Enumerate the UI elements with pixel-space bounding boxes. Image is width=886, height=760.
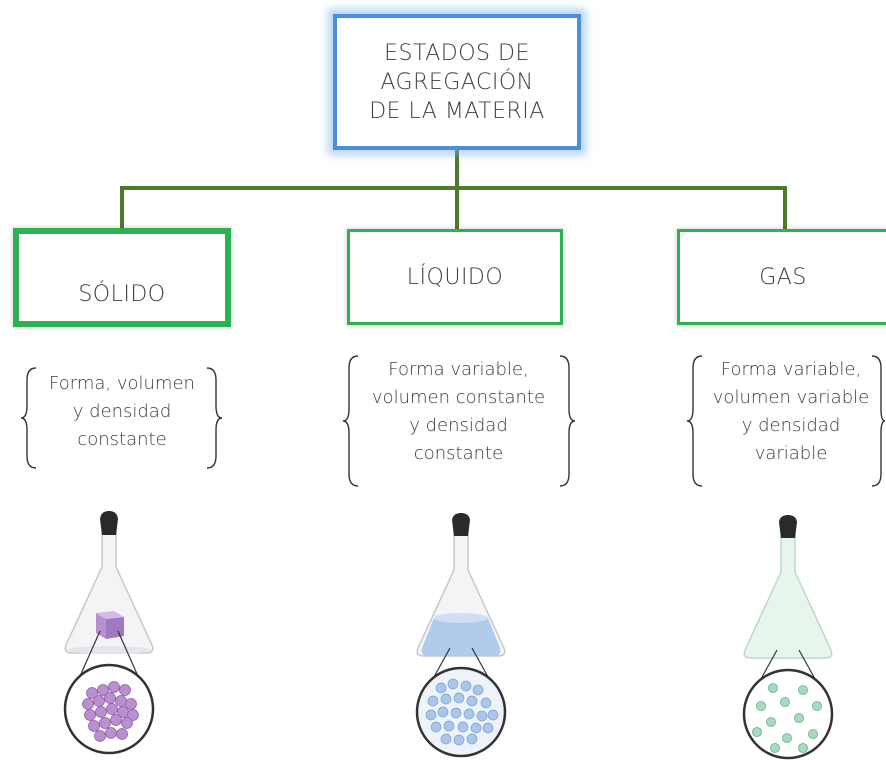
- property-liquido-1: Forma variable,: [388, 359, 529, 380]
- property-solido-2: y densidad: [72, 401, 172, 422]
- property-gas-4: variable: [754, 443, 828, 464]
- right-brace-liquido: [559, 355, 576, 487]
- property-solido-1: Forma, volumen: [49, 373, 195, 394]
- connector-solido: [120, 186, 124, 231]
- property-liquido-4: constante: [413, 443, 504, 464]
- state-node-liquido: LÍQUIDO: [347, 229, 563, 325]
- properties-gas: Forma variable, volumen variable y densi…: [700, 356, 882, 468]
- root-node: ESTADOS DE AGREGACIÓN DE LA MATERIA: [333, 14, 581, 150]
- properties-solido: Forma, volumen y densidad constante: [38, 370, 206, 454]
- left-brace-liquido: [342, 355, 359, 487]
- state-node-solido: SÓLIDO: [13, 228, 231, 327]
- property-gas-3: y densidad: [741, 415, 841, 436]
- connector-gas: [783, 186, 787, 231]
- property-liquido-2: volumen constante: [371, 387, 546, 408]
- properties-liquido: Forma variable, volumen constante y dens…: [356, 356, 561, 468]
- state-label-solido: SÓLIDO: [78, 282, 166, 307]
- state-label-gas: GAS: [759, 264, 807, 290]
- flask-gas-icon: [742, 515, 834, 760]
- root-line-2: AGREGACIÓN: [380, 69, 534, 95]
- state-node-gas: GAS: [677, 229, 886, 325]
- flask-solid-icon: [63, 511, 155, 755]
- right-brace-solido: [206, 367, 223, 469]
- state-label-liquido: LÍQUIDO: [406, 264, 504, 290]
- property-solido-3: constante: [77, 429, 167, 450]
- left-brace-gas: [686, 355, 703, 487]
- property-liquido-3: y densidad: [409, 415, 508, 436]
- root-line-1: ESTADOS DE: [384, 40, 530, 66]
- connector-horizontal: [120, 186, 787, 190]
- property-gas-1: Forma variable,: [720, 359, 862, 380]
- connector-root-down: [455, 150, 459, 188]
- right-brace-gas: [871, 355, 886, 487]
- root-line-3: DE LA MATERIA: [369, 98, 545, 124]
- left-brace-solido: [20, 367, 37, 469]
- connector-liquido: [455, 186, 459, 231]
- flask-liquid-icon: [415, 513, 507, 758]
- property-gas-2: volumen variable: [712, 387, 870, 408]
